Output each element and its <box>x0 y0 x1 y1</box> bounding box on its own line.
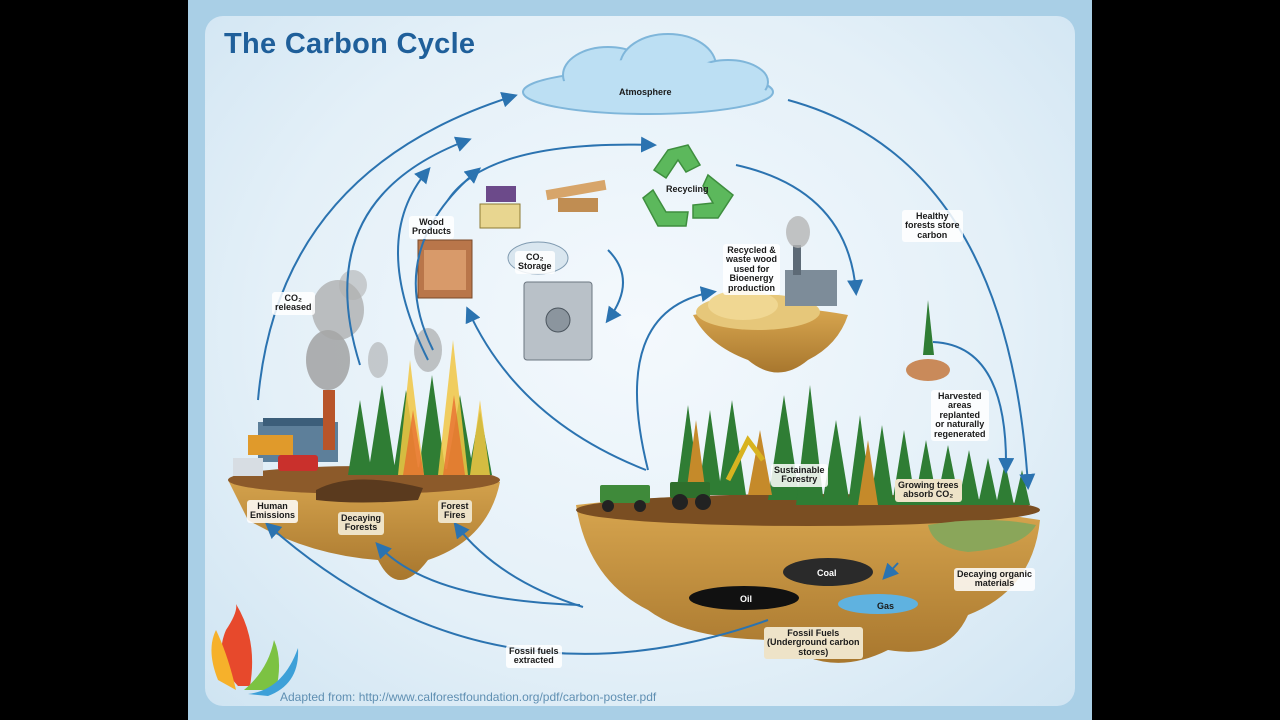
label-healthy-forests: Healthy forests store carbon <box>902 210 963 242</box>
label-recycled-wood: Recycled & waste wood used for Bioenergy… <box>723 244 780 295</box>
label-recycling: Recycling <box>663 183 712 196</box>
label-decaying-forests: Decaying Forests <box>338 512 384 535</box>
label-decaying-organic: Decaying organic materials <box>954 568 1035 591</box>
label-coal: Coal <box>814 567 840 580</box>
wood-products-illustration <box>418 180 606 298</box>
atmosphere-cloud <box>523 34 773 114</box>
label-co2-released: CO₂ released <box>272 292 315 315</box>
seedling-illustration <box>906 300 950 381</box>
foundation-logo <box>211 604 298 696</box>
diagram-artwork <box>188 0 1092 720</box>
poster: The Carbon Cycle Atmosphere Recycling Wo… <box>188 0 1092 720</box>
page-title: The Carbon Cycle <box>224 28 475 61</box>
label-forest-fires: Forest Fires <box>438 500 472 523</box>
label-fossil-fuels-extracted: Fossil fuels extracted <box>506 645 562 668</box>
label-co2-storage: CO₂ Storage <box>515 251 555 274</box>
label-fossil-fuels: Fossil Fuels (Underground carbon stores) <box>764 627 863 659</box>
label-sustainable-forestry: Sustainable Forestry <box>771 464 828 487</box>
label-human-emissions: Human Emissions <box>247 500 298 523</box>
label-oil: Oil <box>737 593 755 606</box>
source-credit: Adapted from: http://www.calforestfounda… <box>280 690 656 704</box>
label-atmosphere: Atmosphere <box>616 86 675 99</box>
label-wood-products: Wood Products <box>409 216 454 239</box>
label-harvested-areas: Harvested areas replanted or naturally r… <box>931 390 989 441</box>
label-gas: Gas <box>874 600 897 613</box>
label-growing-trees: Growing trees absorb CO₂ <box>895 479 962 502</box>
